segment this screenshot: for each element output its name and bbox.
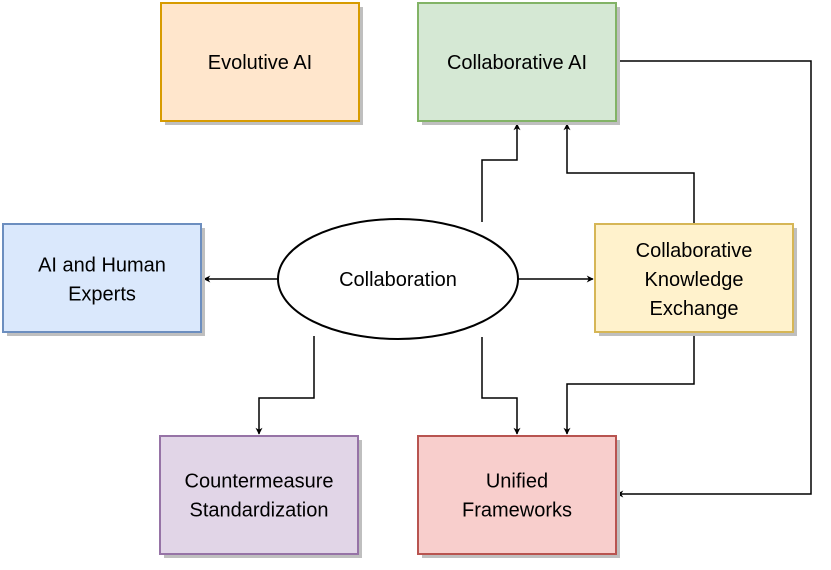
edge-collaboration-to-countermeasure <box>255 336 315 435</box>
label-line: Standardization <box>190 500 329 522</box>
label-line: Knowledge <box>645 269 744 291</box>
label-line: Collaborative AI <box>447 52 587 74</box>
node-collaborative-ai-label: Collaborative AI <box>447 52 587 74</box>
node-collaboration[interactable]: Collaboration <box>277 218 519 340</box>
label-line: AI and Human <box>38 255 166 277</box>
edge-collaboration-to-collaborative-ai <box>481 123 521 222</box>
edge-knowledge-exchange-to-collaborative-ai <box>563 123 695 224</box>
edge-collaboration-to-unified-frameworks <box>481 337 521 435</box>
node-collaboration-label: Collaboration <box>339 269 457 291</box>
node-evolutive-ai[interactable]: Evolutive AI <box>160 2 363 125</box>
label-line: Frameworks <box>462 500 572 522</box>
label-line: Countermeasure <box>185 471 334 493</box>
label-line: Evolutive AI <box>208 52 313 74</box>
edges <box>203 60 812 498</box>
label-line: Collaboration <box>339 269 457 291</box>
edge-collaborative-ai-to-unified-frameworks <box>616 60 812 498</box>
label-line: Collaborative <box>636 240 753 262</box>
label-line: Experts <box>68 284 136 306</box>
label-line: Unified <box>486 471 548 493</box>
node-evolutive-ai-label: Evolutive AI <box>208 52 313 74</box>
label-line: Exchange <box>650 298 739 320</box>
edge-knowledge-exchange-to-unified-frameworks <box>563 333 695 435</box>
node-collaborative-ai[interactable]: Collaborative AI <box>417 2 620 125</box>
